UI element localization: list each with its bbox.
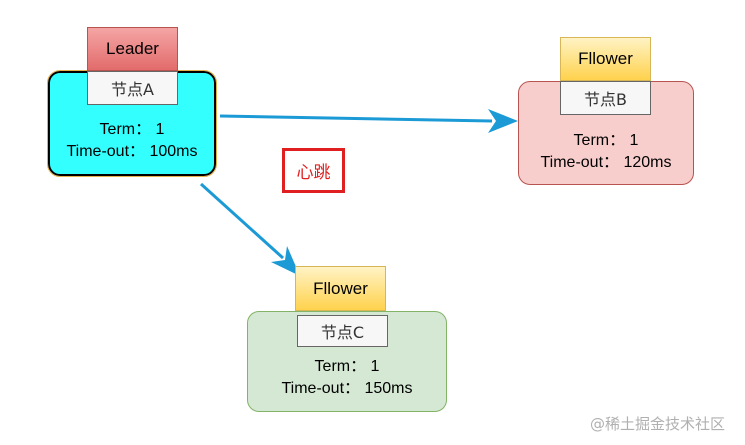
node-b-name: 节点B — [560, 81, 651, 115]
node-a: Term： 1 Time-out： 100ms — [47, 70, 217, 177]
node-a-timeout: Time-out： 100ms — [66, 143, 198, 160]
watermark: @稀土掘金技术社区 — [590, 415, 726, 433]
node-c-term: Term： 1 — [314, 358, 380, 375]
node-b-term: Term： 1 — [573, 132, 639, 149]
heartbeat-arrow-to-b — [219, 109, 518, 133]
node-b-timeout: Time-out： 120ms — [540, 154, 672, 171]
node-a-term: Term： 1 — [99, 121, 165, 138]
heartbeat-label: 心跳 — [282, 148, 345, 193]
node-c-name: 节点C — [297, 315, 388, 347]
node-a-role-label: Leader — [87, 27, 178, 71]
node-a-name: 节点A — [87, 71, 178, 105]
node-c-timeout: Time-out： 150ms — [281, 380, 413, 397]
node-c-role-label: Fllower — [295, 266, 386, 311]
node-b-role-label: Fllower — [560, 37, 651, 81]
heartbeat-arrow-to-c — [199, 182, 300, 276]
